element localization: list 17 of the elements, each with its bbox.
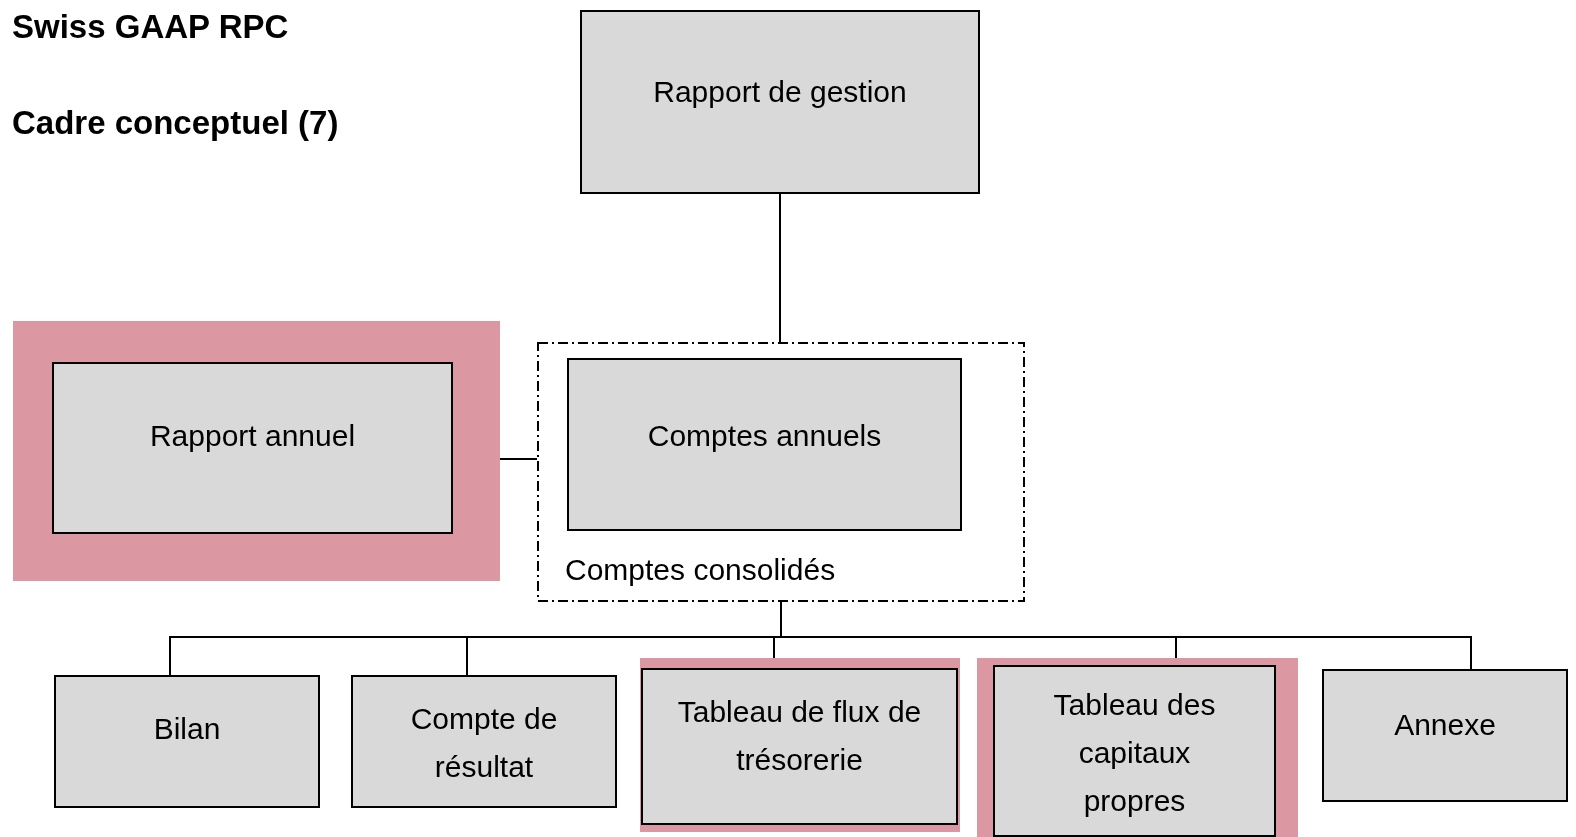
highlight-band (13, 321, 500, 581)
connector-line (779, 193, 781, 343)
group-label: Comptes consolidés (565, 551, 836, 588)
process-box: Rapport de gestion (580, 10, 980, 194)
process-box: Tableau de flux de trésorerie (641, 668, 958, 825)
process-box: Compte de résultat (351, 675, 617, 808)
connector-line (780, 601, 1472, 670)
title: Swiss GAAP RPC (12, 7, 289, 47)
connector-line (499, 458, 538, 460)
process-box: Bilan (54, 675, 320, 808)
process-box: Tableau des capitaux propres (993, 665, 1276, 837)
process-box: Comptes annuels (567, 358, 962, 531)
group-frame (537, 342, 1025, 602)
process-box: Annexe (1322, 669, 1568, 802)
highlight-band (977, 658, 1298, 837)
subtitle: Cadre conceptuel (7) (12, 103, 339, 143)
process-box: Rapport annuel (52, 362, 453, 534)
